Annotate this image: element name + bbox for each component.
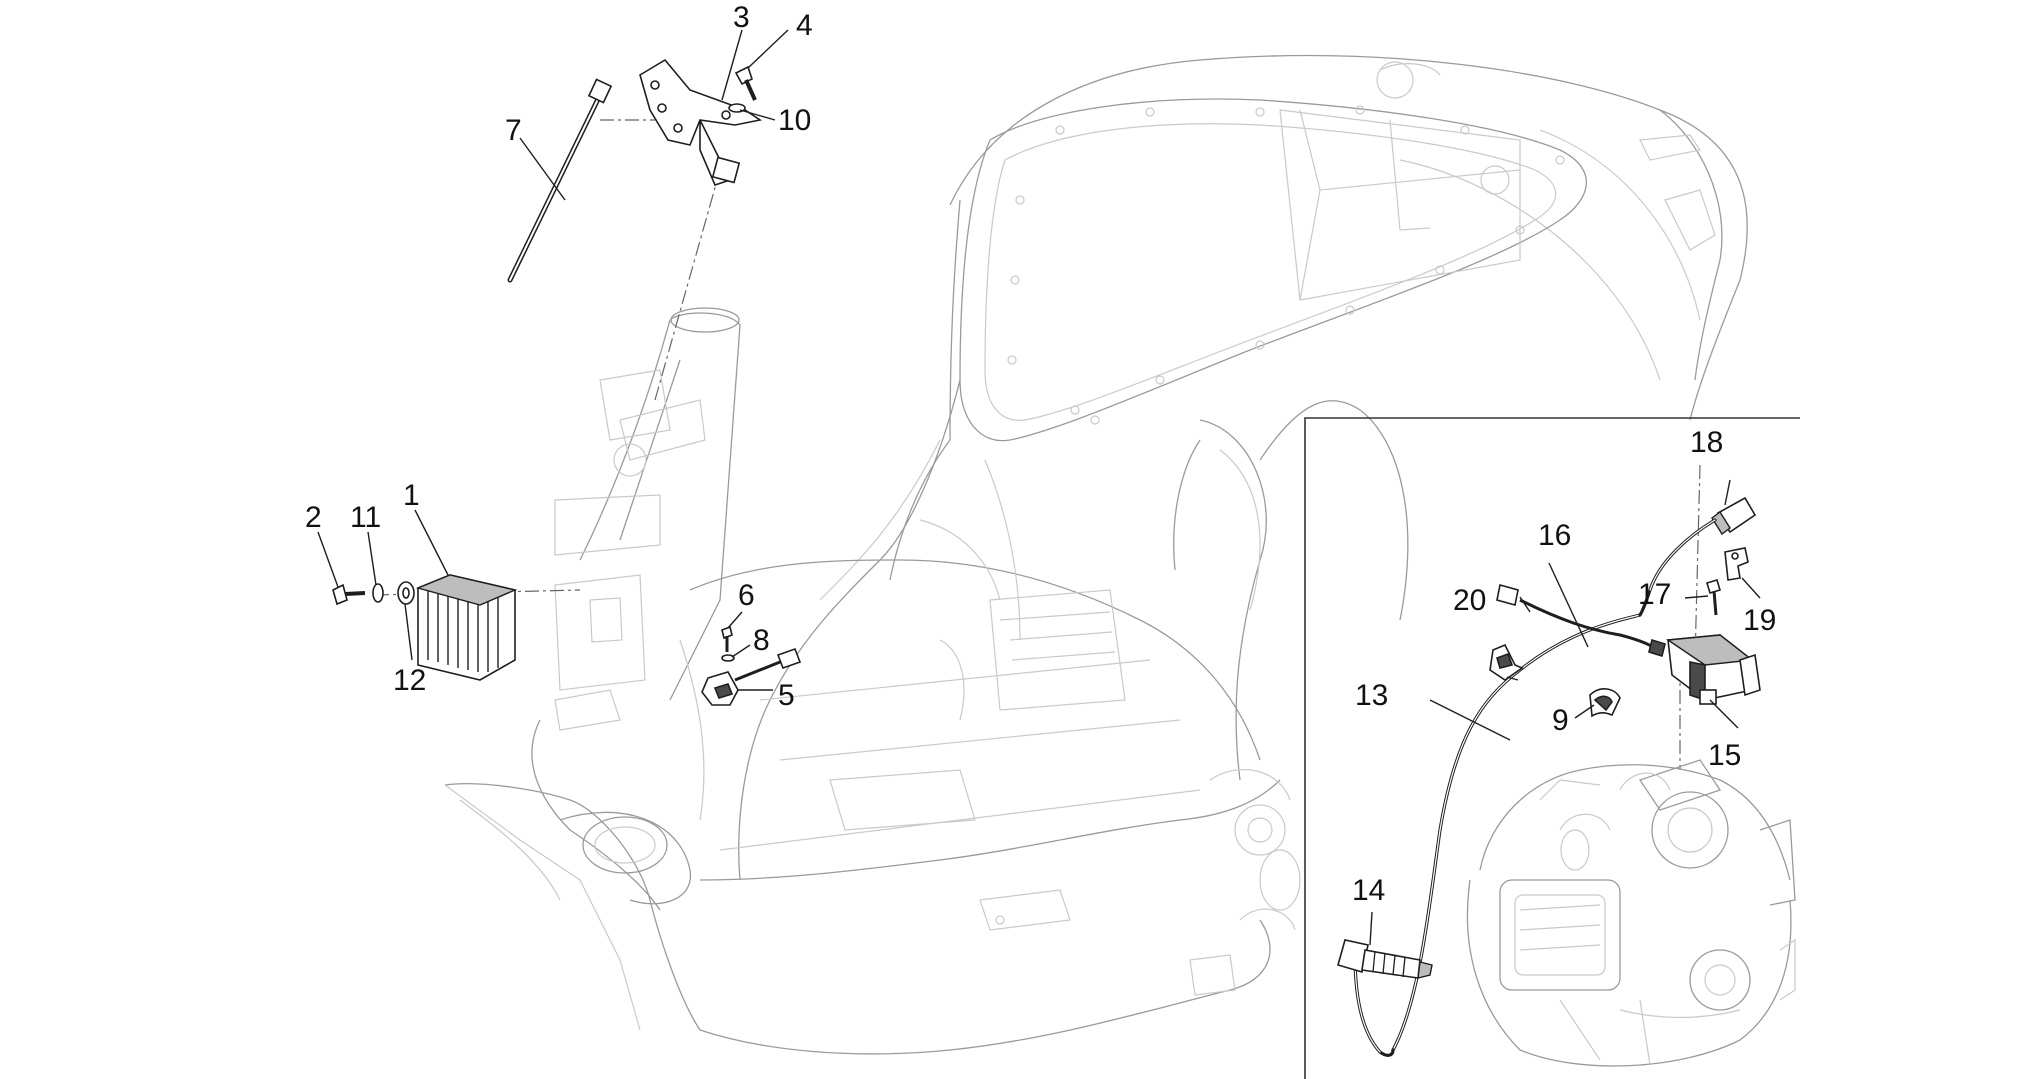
callout-16: 16 <box>1538 519 1571 552</box>
callout-15: 15 <box>1708 739 1741 772</box>
callout-8: 8 <box>753 624 770 657</box>
spark-plug-part-14 <box>1337 939 1433 979</box>
scooter-frame <box>444 54 1748 1055</box>
callout-14: 14 <box>1352 874 1385 907</box>
screw-part-6 <box>721 625 733 652</box>
spark-plug-cap-part-18 <box>1638 496 1757 617</box>
callout-labels: 1 2 3 4 5 6 7 8 9 10 11 12 13 14 15 16 1… <box>305 1 1776 907</box>
callout-11: 11 <box>350 501 381 534</box>
screw-part-4 <box>734 65 757 101</box>
callout-19: 19 <box>1743 604 1776 637</box>
callout-1: 1 <box>403 479 420 512</box>
callout-2: 2 <box>305 501 322 534</box>
leader-lines <box>317 29 1761 946</box>
connector-part-19 <box>1724 547 1749 581</box>
callout-13: 13 <box>1355 679 1388 712</box>
callout-6: 6 <box>738 579 755 612</box>
callout-10: 10 <box>778 104 811 137</box>
inset-panel <box>1304 417 1800 1079</box>
screw-part-2 <box>332 583 366 606</box>
cable-tie-part-7 <box>507 78 613 283</box>
bracket-part-3 <box>639 58 763 186</box>
callout-20: 20 <box>1453 584 1486 617</box>
callout-18: 18 <box>1690 426 1723 459</box>
clip-part-9 <box>1589 688 1621 718</box>
ignition-coil-part-15 <box>1665 634 1761 705</box>
callout-9: 9 <box>1552 704 1569 737</box>
callout-17: 17 <box>1638 578 1671 611</box>
callout-5: 5 <box>778 679 795 712</box>
washer-part-8 <box>721 654 735 662</box>
wire-part-16 <box>1496 583 1666 658</box>
ht-cable-part-13 <box>1353 613 1642 1057</box>
sensor-part-5 <box>701 647 802 706</box>
voltage-regulator-part-1 <box>415 574 518 681</box>
callout-4: 4 <box>796 9 813 42</box>
screw-part-17 <box>1706 579 1721 616</box>
clip-part-20 <box>1489 643 1524 681</box>
callout-3: 3 <box>733 1 750 34</box>
washer-part-12 <box>397 581 415 605</box>
washer-part-11 <box>372 583 384 603</box>
engine-drawing <box>1466 759 1796 1067</box>
callout-12: 12 <box>393 664 426 697</box>
callout-7: 7 <box>505 114 522 147</box>
